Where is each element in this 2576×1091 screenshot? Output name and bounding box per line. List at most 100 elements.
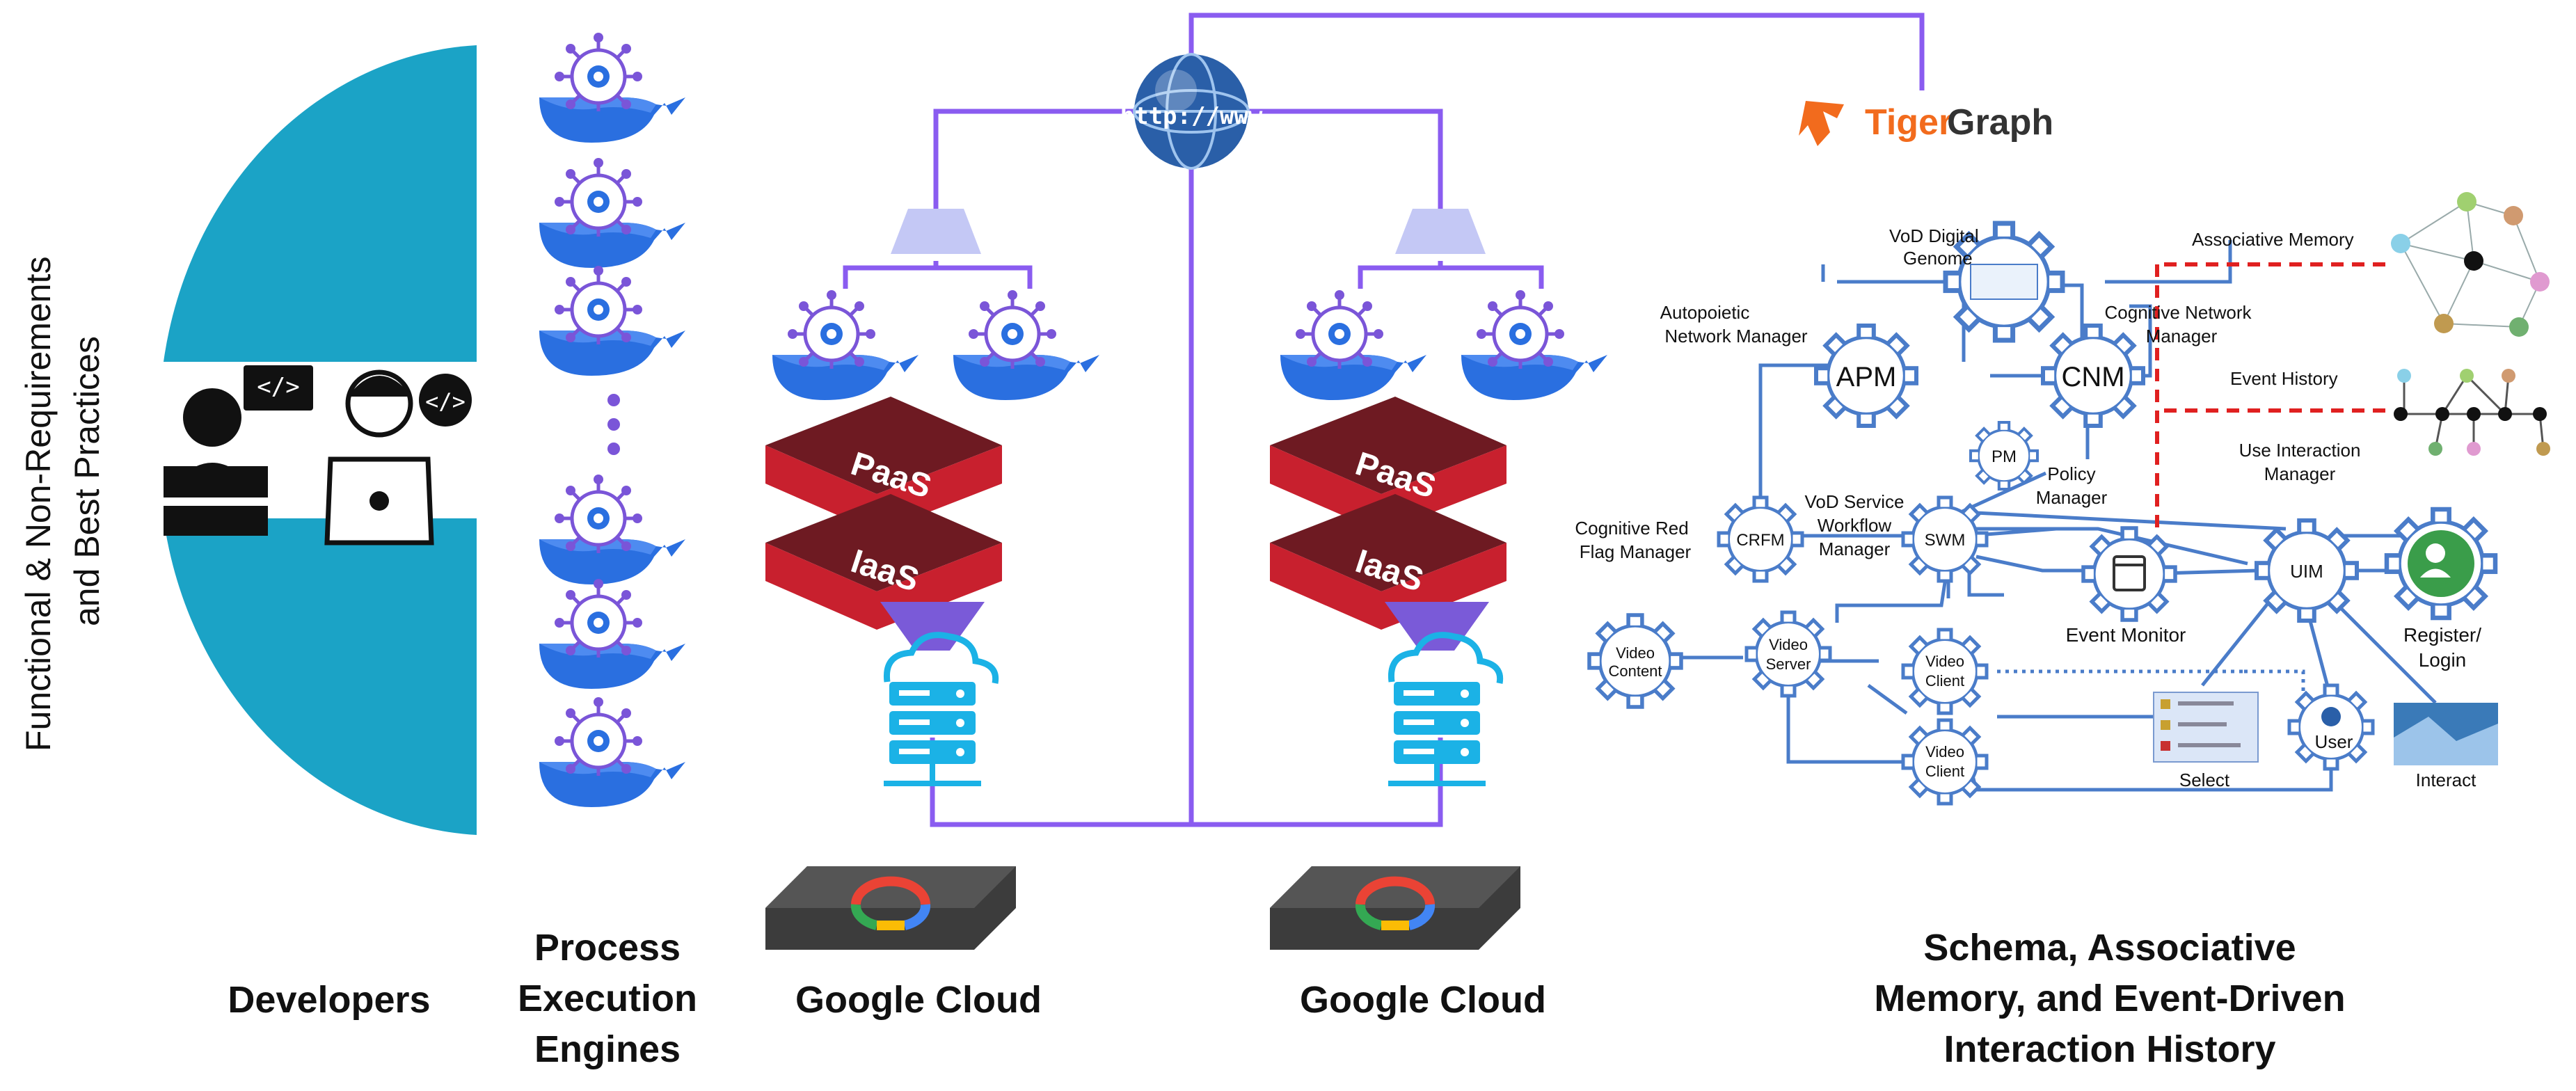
user-icon [2321,707,2341,726]
assoc-memory-label: Associative Memory [2192,229,2354,250]
internet-globe-icon: http://www [1120,53,1263,170]
tigergraph-part1: Tiger [1865,102,1953,143]
developers-panel: </> </> Developers [157,45,477,1021]
side-title-line-2: and Best Practices [67,336,106,626]
node-event-monitor: Event Monitor [2066,528,2186,646]
ellipsis-dot [607,443,620,455]
engine-whale-icon-2 [539,158,685,268]
node-register: Register/ Login [2387,509,2495,671]
vod-genome-label-2: Genome [1903,248,1973,269]
apm-label: APM [1836,362,1897,392]
side-title-line-1: Functional & Non-Requirements [19,257,58,751]
google-cloud-left-stack: PaaS IaaS Google Cloud [765,290,1099,1021]
vod-genome-label-1: VoD Digital [1889,225,1979,246]
node-interact: Interact [2394,703,2498,790]
uim-label: UIM [2290,561,2323,582]
calendar-icon [2113,555,2146,591]
tigergraph-logo: Tiger Graph [1799,101,2053,146]
interact-label: Interact [2416,770,2476,790]
select-label: Select [2179,770,2230,790]
cnm-desc-1: Cognitive Network [2105,302,2252,323]
engine-whale-icon-4 [539,475,685,584]
schema-network: VoD Digital Genome APM Autopoietic Netwo… [1575,192,2550,1070]
apm-desc-1: Autopoietic [1660,302,1750,323]
node-video-client-2: Video Client [1903,720,1987,804]
video-client-1-label-1: Video [1925,653,1964,670]
code-bubble-icon: </> [257,373,299,401]
video-server-label-2: Server [1766,655,1811,673]
pm-label: PM [1991,447,2017,466]
node-uim: UIM Use Interaction Manager [2239,440,2361,621]
node-apm: APM Autopoietic Network Manager [1660,302,1916,426]
node-video-client-1: Video Client [1903,630,1987,713]
event-history-label: Event History [2230,368,2338,389]
memory-dashed-links [2155,262,2394,567]
video-content-label-2: Content [1608,662,1662,680]
developer-female-icon: </> [157,365,313,536]
server-cloud-icon-left [884,635,996,786]
cnm-desc-2: Manager [2146,326,2218,347]
node-crfm: CRFM Cognitive Red Flag Manager [1575,497,1802,581]
video-server-label-1: Video [1769,636,1808,653]
caption-cloud-right: Google Cloud [1300,979,1546,1021]
register-user-icon [2408,530,2474,597]
node-user: User [2289,685,2373,769]
node-swm: SWM VoD Service Workflow Manager [1804,491,1987,581]
register-label-1: Register/ [2403,624,2481,646]
internet-label: http://www [1120,102,1263,130]
load-balancer-icon-right [1395,209,1486,254]
caption-engines-1: Process [534,927,681,969]
pm-desc-1: Policy [2047,463,2095,484]
cloud-right-whale-icon-2 [1461,290,1607,400]
tigergraph-part2: Graph [1947,102,2053,143]
process-engines-column: Process Execution Engines [518,33,697,1070]
node-video-server: Video Server [1747,612,1830,696]
swm-desc-1: VoD Service [1804,491,1904,512]
apm-desc-2: Network Manager [1664,326,1808,347]
crfm-label: CRFM [1736,531,1784,550]
engine-whale-icon-3 [539,266,685,376]
developer-male-icon: </> [324,369,472,546]
side-title: Functional & Non-Requirements and Best P… [19,257,106,751]
crfm-desc-2: Flag Manager [1580,541,1692,562]
node-select: Select [2153,692,2259,790]
node-cnm: CNM Cognitive Network Manager [2043,302,2252,426]
video-client-2-label-2: Client [1925,763,1964,780]
caption-engines-2: Execution [518,978,697,1019]
node-pm: PM Policy Manager [1971,422,2108,508]
google-cloud-logo-left [765,866,1016,950]
ellipsis-dot [607,418,620,431]
code-bubble-icon-2: </> [425,388,466,415]
swm-desc-3: Manager [1819,539,1891,559]
ellipsis-dot [607,394,620,406]
uim-desc-1: Use Interaction [2239,440,2361,461]
pm-desc-2: Manager [2036,487,2108,508]
tiger-icon [1799,101,1844,146]
google-cloud-logo-right [1270,866,1520,950]
video-content-label-1: Video [1616,644,1655,662]
caption-schema-2: Memory, and Event-Driven [1874,978,2345,1019]
node-vod-genome: VoD Digital Genome [1889,223,2062,340]
user-label: User [2315,731,2353,752]
associative-memory-graph: Associative Memory [2192,192,2550,337]
engine-whale-icon-6 [539,697,685,807]
cloud-left-whale-icon-2 [953,290,1099,400]
load-balancer-icon-left [891,209,981,254]
register-label-2: Login [2419,649,2467,671]
cloud-right-whale-icon-1 [1280,290,1426,400]
caption-cloud-left: Google Cloud [795,979,1042,1021]
event-monitor-label: Event Monitor [2066,624,2186,646]
engine-whale-icon-1 [539,33,685,143]
cnm-label: CNM [2061,362,2124,392]
teal-top-segment [164,45,477,362]
engine-whale-icon-5 [539,579,685,689]
google-cloud-right-stack: PaaS IaaS Google Cloud [1270,290,1607,1021]
event-history-graph: Event History [2230,368,2550,456]
server-cloud-icon-right [1388,635,1500,786]
genome-icon [1970,264,2038,300]
swm-label: SWM [1925,531,1966,550]
uim-desc-2: Manager [2264,463,2336,484]
caption-schema-3: Interaction History [1943,1028,2275,1070]
video-client-1-label-2: Client [1925,672,1964,690]
